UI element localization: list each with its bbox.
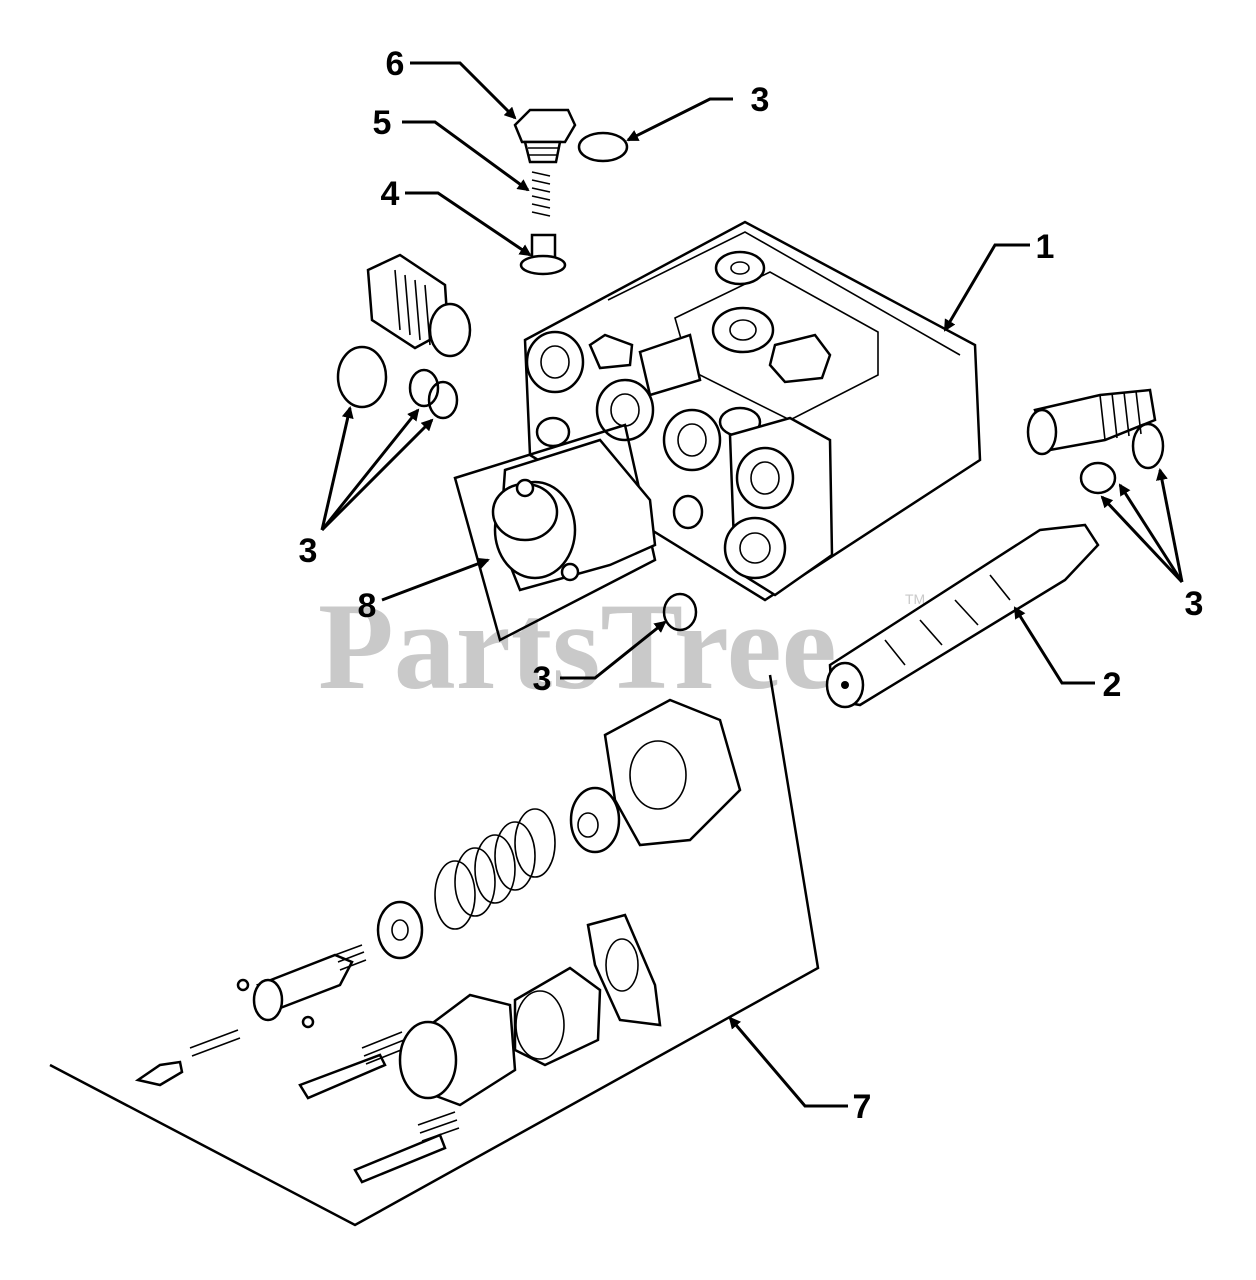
callout-3-top: 3	[751, 81, 770, 119]
o-rings-left	[336, 345, 459, 420]
leader-lines	[320, 61, 1184, 1108]
callout-5: 5	[373, 104, 392, 142]
watermark-text: PartsTree	[318, 578, 837, 715]
callout-8: 8	[358, 587, 377, 625]
spring-large	[434, 808, 556, 930]
left-plug	[366, 253, 472, 358]
callout-1: 1	[1036, 228, 1055, 266]
spool	[825, 523, 1100, 709]
callout-3-left: 3	[299, 532, 318, 570]
watermark-trademark: TM	[905, 591, 925, 607]
callout-7: 7	[853, 1088, 872, 1126]
callout-3-right: 3	[1185, 585, 1204, 623]
callout-2: 2	[1103, 666, 1122, 704]
callout-6: 6	[386, 45, 405, 83]
callout-3-lower: 3	[533, 660, 552, 698]
end-cap-panel	[453, 423, 657, 642]
relief-kit-panel	[49, 674, 820, 1227]
callout-4: 4	[381, 175, 400, 213]
right-plug	[1026, 388, 1165, 495]
callouts: 6 5 4 3 1 3 3 8 3 2 7	[299, 45, 1204, 1126]
upper-plug-stack	[513, 108, 629, 276]
o-ring-lower	[662, 592, 698, 632]
